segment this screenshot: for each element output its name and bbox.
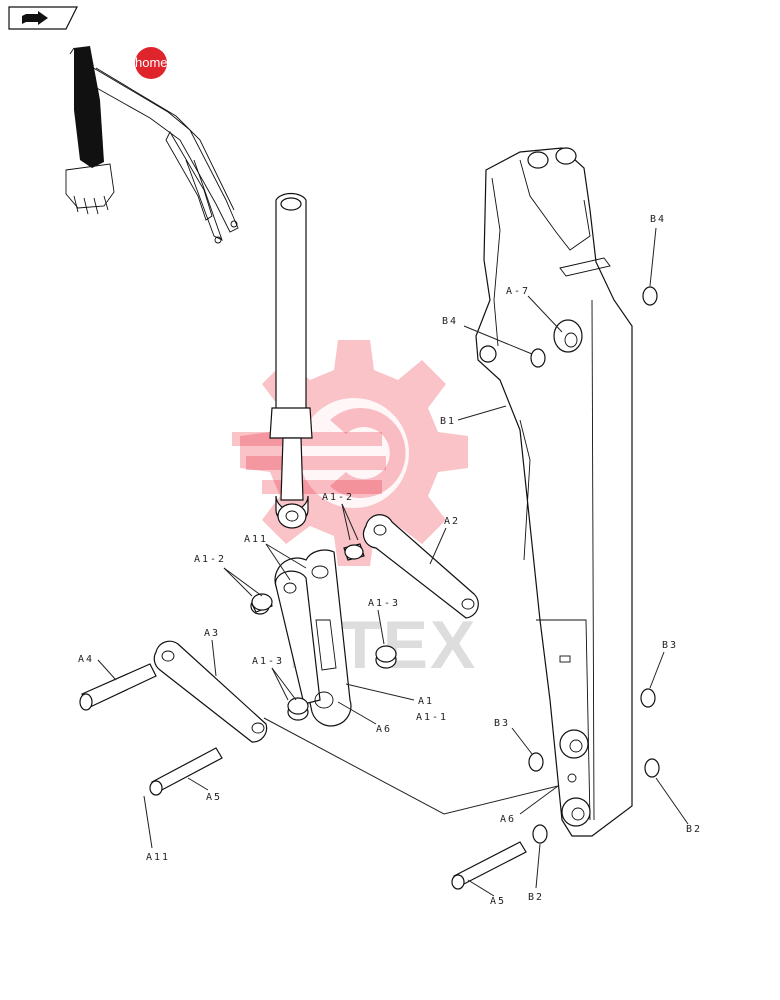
watermark-gear-icon <box>232 340 468 566</box>
label-a1-2-left: A1-2 <box>194 554 226 565</box>
label-a1-3-right: A1-3 <box>368 598 400 609</box>
home-button[interactable]: home <box>135 47 167 79</box>
nav-back-button[interactable] <box>8 6 78 30</box>
label-b4-top: B4 <box>650 214 666 225</box>
label-b3-right: B3 <box>662 640 678 651</box>
label-b3-left: B3 <box>494 718 510 729</box>
pins <box>79 663 527 890</box>
arm-b1 <box>475 147 633 837</box>
ring-b3-left <box>528 752 544 772</box>
label-a7: A-7 <box>506 286 530 297</box>
label-a6: A6 <box>500 814 516 825</box>
label-a11-bottom: A11 <box>146 852 170 863</box>
seal-rings <box>528 286 660 844</box>
label-a1: A1 <box>418 696 434 707</box>
ring-b4-top <box>642 286 658 306</box>
nav-arrow-icon <box>22 11 48 25</box>
bushing-a1-3-left <box>287 697 309 721</box>
ring-b3-right <box>640 688 656 708</box>
leader-lines <box>97 227 689 897</box>
label-a3: A3 <box>204 628 220 639</box>
link-a3 <box>153 640 268 743</box>
pin-a5-left <box>149 747 223 796</box>
label-a4: A4 <box>78 654 94 665</box>
pin-a5-bottom <box>451 841 527 890</box>
bushing-a1-3-right <box>375 645 397 669</box>
label-a5-left: A5 <box>206 792 222 803</box>
hydraulic-cylinder <box>269 192 313 529</box>
label-a5-bottom: A5 <box>490 896 506 907</box>
label-a1-1: A1-1 <box>416 712 448 723</box>
ring-b4 <box>530 348 546 368</box>
ring-b2-right <box>644 758 660 778</box>
bushing-a1-2-right <box>343 543 365 561</box>
bushing-a1-2-left <box>250 593 273 615</box>
ring-b2 <box>532 824 548 844</box>
label-b2-right: B2 <box>686 824 702 835</box>
label-a2: A2 <box>444 516 460 527</box>
label-b1: B1 <box>440 416 456 427</box>
callout-labels: B4 B4 A-7 B1 A2 A1-2 A11 A1-2 A1-3 A3 A4… <box>78 214 702 907</box>
bushings <box>250 543 397 721</box>
label-a6-link: A6 <box>376 724 392 735</box>
label-b2: B2 <box>528 892 544 903</box>
label-b4: B4 <box>442 316 458 327</box>
link-a1 <box>274 549 352 727</box>
link-a2 <box>362 514 479 619</box>
pin-a4 <box>79 663 157 711</box>
label-a11-top: A11 <box>244 534 268 545</box>
label-a1-3-left: A1-3 <box>252 656 284 667</box>
excavator-locator-thumbnail <box>65 46 239 244</box>
label-a1-2-right: A1-2 <box>322 492 354 503</box>
